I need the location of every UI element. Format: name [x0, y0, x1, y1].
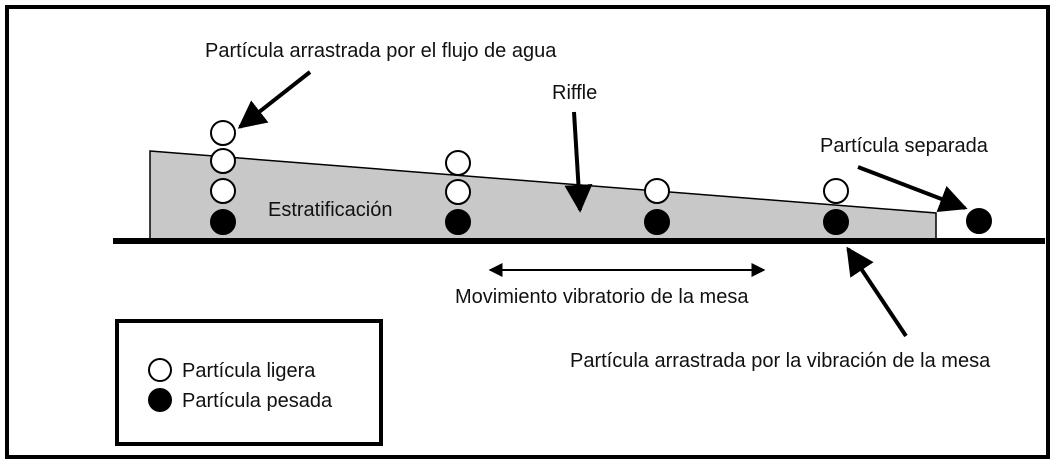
riffle-wedge	[149, 150, 937, 241]
light-particle	[445, 179, 471, 205]
light-particle	[445, 150, 471, 176]
separated-heavy-particle	[966, 208, 992, 234]
particle-column-1	[210, 120, 236, 235]
legend-heavy-particle-icon	[148, 388, 172, 412]
light-particle	[210, 148, 236, 174]
particle-column-2	[445, 150, 471, 235]
heavy-particle	[445, 209, 471, 235]
light-particle	[210, 178, 236, 204]
light-particle	[644, 178, 670, 204]
outer-border	[5, 5, 1050, 459]
light-particle	[823, 178, 849, 204]
label-table-motion: Movimiento vibratorio de la mesa	[455, 286, 749, 308]
label-vibration-particle: Partícula arrastrada por la vibración de…	[570, 350, 991, 372]
label-water-flow: Partícula arrastrada por el flujo de agu…	[205, 40, 557, 62]
heavy-particle	[210, 209, 236, 235]
heavy-particle	[823, 209, 849, 235]
label-riffle: Riffle	[552, 82, 597, 104]
vibration-arrow	[846, 246, 908, 338]
legend: Partícula ligera Partícula pesada	[115, 319, 383, 446]
particle-column-3	[644, 178, 670, 235]
riffle-arrow	[564, 111, 593, 213]
label-stratification: Estratificación	[268, 199, 393, 221]
legend-light-particle-icon	[148, 358, 172, 382]
label-separated-particle: Partícula separada	[820, 135, 989, 157]
legend-light-label: Partícula ligera	[182, 360, 316, 382]
particle-column-4	[823, 178, 849, 235]
legend-box	[115, 319, 383, 446]
water-flow-arrow	[237, 70, 312, 129]
heavy-particle	[644, 209, 670, 235]
light-particle	[210, 120, 236, 146]
separated-particle-arrow	[857, 165, 968, 213]
legend-heavy-label: Partícula pesada	[182, 390, 333, 412]
